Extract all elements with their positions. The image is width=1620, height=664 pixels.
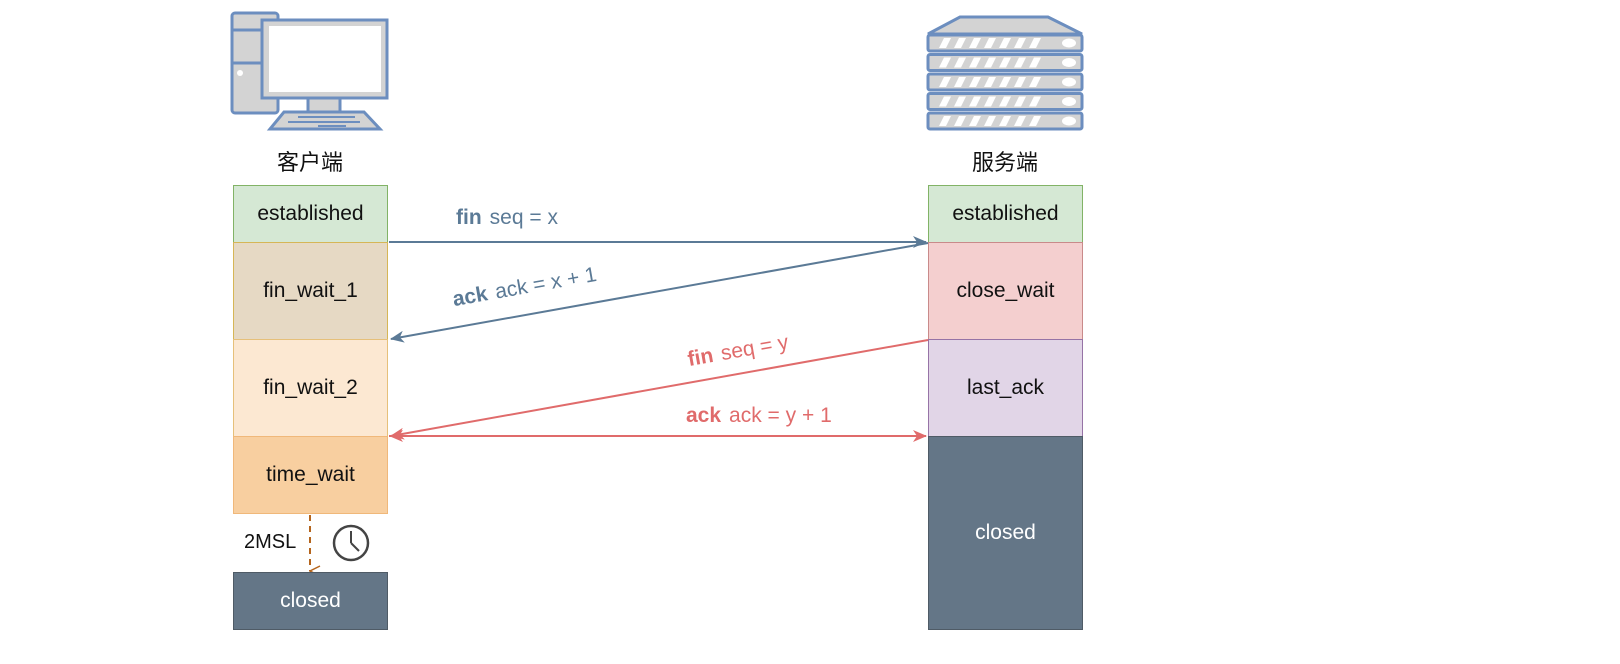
server-vent-slot <box>1029 38 1041 48</box>
client-state-established: established <box>233 185 388 243</box>
server-vent-slot <box>954 116 966 126</box>
server-vent-slot <box>954 57 966 68</box>
message-flag: ack <box>686 404 722 427</box>
message-flag: ack <box>450 282 490 312</box>
server-state-last-ack: last_ack <box>928 339 1083 437</box>
server-vent-slot <box>939 38 951 48</box>
server-vent-slot <box>999 57 1011 68</box>
message-text: ack = y + 1 <box>729 404 832 427</box>
server-led <box>1062 58 1076 67</box>
server-vent-slot <box>984 77 996 87</box>
clock-icon <box>332 524 370 562</box>
desktop-computer-icon <box>230 11 389 131</box>
server-vent-slot <box>1014 38 1026 48</box>
server-vent-slot <box>1014 77 1026 87</box>
server-vent-slot <box>954 96 966 107</box>
client-state-closed: closed <box>233 572 388 630</box>
server-vent-slot <box>1014 96 1026 107</box>
server-vent-slot <box>969 77 981 87</box>
server-led <box>1062 38 1076 48</box>
server-vent-slot <box>984 116 996 126</box>
arrow-ack-server-to-client <box>390 242 929 343</box>
server-led <box>1062 97 1076 106</box>
client-state-time-wait: time_wait <box>233 436 388 514</box>
server-vent-slot <box>984 96 996 107</box>
server-vent-slot <box>969 38 981 48</box>
message-label-fin-seq-x: fin seq = x <box>456 206 558 230</box>
client-state-fin-wait-1: fin_wait_1 <box>233 242 388 340</box>
message-label-ack-y-plus-1: ack ack = y + 1 <box>686 404 832 428</box>
server-led <box>1062 77 1076 87</box>
server-vent-slot <box>1029 77 1041 87</box>
timer-label: 2MSL <box>244 531 297 553</box>
server-vent-slot <box>939 96 951 107</box>
client-caption: 客户端 <box>276 150 343 175</box>
arrow-fin-server-to-client <box>390 339 929 440</box>
server-vent-slot <box>969 116 981 126</box>
server-vent-slot <box>969 96 981 107</box>
server-caption: 服务端 <box>971 150 1038 175</box>
message-text: seq = x <box>489 206 558 229</box>
server-state-close-wait: close_wait <box>928 242 1083 340</box>
server-vent-slot <box>1029 96 1041 107</box>
server-vent-slot <box>999 116 1011 126</box>
server-vent-slot <box>1014 116 1026 126</box>
server-vent-slot <box>939 57 951 68</box>
arrow-ack-back-head <box>389 430 403 442</box>
server-state-established: established <box>928 185 1083 243</box>
message-flag: fin <box>685 343 716 372</box>
server-vent-slot <box>984 57 996 68</box>
server-vent-slot <box>954 77 966 87</box>
server-rack-icon <box>926 15 1084 131</box>
server-vent-slot <box>939 116 951 126</box>
server-vent-slot <box>939 77 951 87</box>
server-vent-slot <box>954 38 966 48</box>
server-vent-slot <box>1029 116 1041 126</box>
server-state-closed: closed <box>928 436 1083 630</box>
server-vent-slot <box>999 77 1011 87</box>
server-led <box>1062 116 1076 126</box>
server-vent-slot <box>984 38 996 48</box>
server-vent-slot <box>1029 57 1041 68</box>
server-vent-slot <box>999 96 1011 107</box>
message-flag: fin <box>456 206 482 229</box>
client-state-fin-wait-2: fin_wait_2 <box>233 339 388 437</box>
server-vent-slot <box>969 57 981 68</box>
server-vent-slot <box>999 38 1011 48</box>
server-vent-slot <box>1014 57 1026 68</box>
